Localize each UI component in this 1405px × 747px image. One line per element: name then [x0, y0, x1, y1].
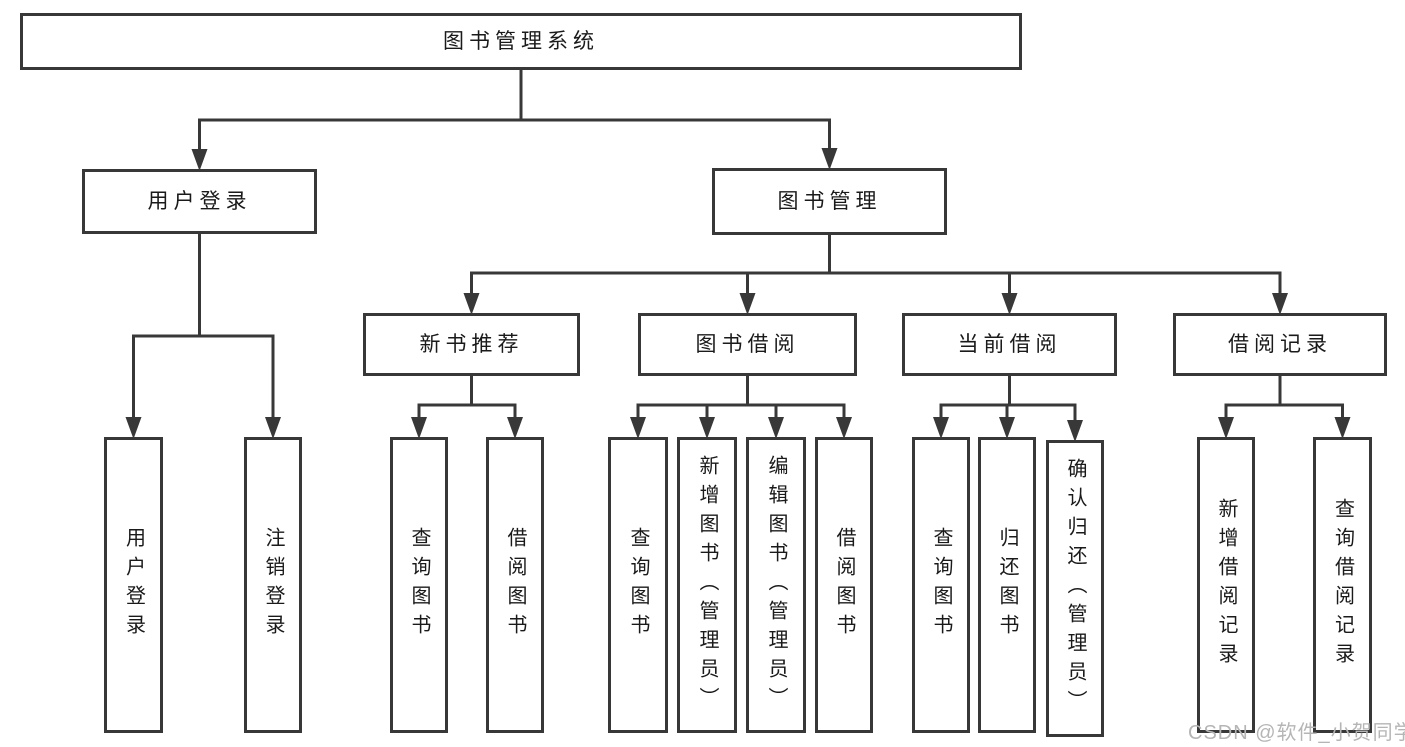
node-cur-query: 查询图书 [912, 437, 970, 733]
node-label: 查询图书 [408, 527, 430, 643]
node-label: 新书推荐 [419, 332, 524, 356]
node-root: 图书管理系统 [20, 13, 1022, 70]
diagram-title: 图书管理系统 [443, 29, 599, 53]
node-current: 当前借阅 [902, 313, 1117, 376]
node-label: 用户登录 [147, 189, 252, 213]
node-label: 借阅图书 [833, 527, 855, 643]
node-label: 借阅图书 [504, 527, 526, 643]
node-label: 确认归还（管理员） [1064, 458, 1086, 719]
node-cur-confirm: 确认归还（管理员） [1046, 440, 1104, 737]
node-newbook: 新书推荐 [363, 313, 580, 376]
node-nb-query: 查询图书 [390, 437, 448, 733]
node-label: 借阅记录 [1228, 332, 1332, 356]
node-cur-return: 归还图书 [978, 437, 1036, 733]
watermark: CSDN @软件_小贺同学 [1188, 722, 1405, 744]
node-label: 用户登录 [122, 527, 145, 643]
node-label: 编辑图书（管理员） [765, 454, 787, 716]
node-login: 用户登录 [82, 169, 317, 234]
node-label: 当前借阅 [957, 332, 1062, 356]
node-bookmgmt: 图书管理 [712, 168, 947, 235]
node-label: 查询图书 [627, 527, 649, 643]
node-label: 查询借阅记录 [1331, 498, 1354, 672]
node-logout: 注销登录 [244, 437, 302, 733]
node-label: 新增图书（管理员） [696, 454, 718, 716]
node-records: 借阅记录 [1173, 313, 1387, 376]
node-borrow: 图书借阅 [638, 313, 857, 376]
node-rec-query: 查询借阅记录 [1313, 437, 1372, 733]
node-label: 查询图书 [930, 527, 952, 643]
node-bb-edit: 编辑图书（管理员） [746, 437, 806, 733]
node-rec-add: 新增借阅记录 [1197, 437, 1255, 733]
node-userlogin: 用户登录 [104, 437, 163, 733]
node-nb-borrow: 借阅图书 [486, 437, 544, 733]
node-bb-add: 新增图书（管理员） [677, 437, 737, 733]
node-bb-borrow: 借阅图书 [815, 437, 873, 733]
node-label: 图书管理 [777, 189, 882, 213]
node-label: 图书借阅 [695, 332, 800, 356]
node-bb-query: 查询图书 [608, 437, 668, 733]
connector-path [132, 66, 1344, 424]
node-label: 归还图书 [996, 527, 1018, 643]
node-label: 新增借阅记录 [1215, 498, 1237, 672]
node-label: 注销登录 [262, 527, 284, 643]
